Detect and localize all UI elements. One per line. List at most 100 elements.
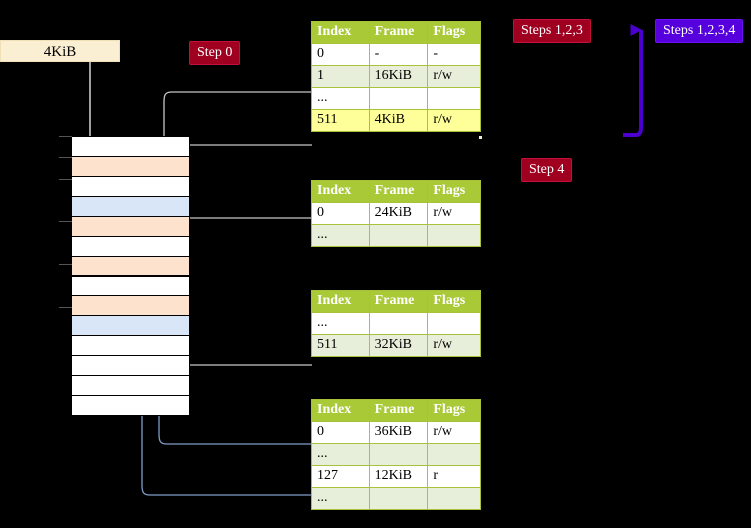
table-cell-frame <box>368 487 429 510</box>
table-cell-flags: r/w <box>427 421 481 444</box>
table-row[interactable]: ... <box>311 312 481 335</box>
table-row[interactable]: 0-- <box>311 43 481 66</box>
memory-frame-row <box>71 275 190 297</box>
row-marker-dot <box>479 136 482 139</box>
memory-frame-row <box>71 136 190 157</box>
table-cell-frame <box>368 224 429 247</box>
table-cell-frame: 12KiB <box>368 465 429 488</box>
wire-t1-row0-to-memory <box>175 217 312 259</box>
table-cell-frame <box>368 443 429 466</box>
table-cell-flags <box>427 224 481 247</box>
table-row[interactable]: ... <box>311 224 481 247</box>
table-cell-frame <box>368 87 429 110</box>
memory-tick <box>59 179 72 180</box>
table-cell-index: ... <box>311 443 370 466</box>
badge-step-4: Step 4 <box>521 158 573 182</box>
frame-size-box: 4KiB <box>0 40 120 62</box>
memory-tick <box>59 157 72 158</box>
table-cell-index: 511 <box>311 109 370 132</box>
column-header-frame: Frame <box>368 290 429 313</box>
memory-frame-row <box>71 255 190 277</box>
table-cell-index: 0 <box>311 202 370 225</box>
badge-step-0: Step 0 <box>189 41 241 65</box>
wire-t0-row1-to-memory <box>163 91 312 140</box>
table-cell-flags: r/w <box>427 334 481 357</box>
table-cell-index: 511 <box>311 334 370 357</box>
memory-frame-row <box>71 175 190 197</box>
column-header-flags: Flags <box>427 180 481 203</box>
wire-t3-row127-to-memory <box>134 202 312 496</box>
column-header-flags: Flags <box>427 399 481 422</box>
table-cell-frame: 4KiB <box>368 109 429 132</box>
memory-frame-row <box>71 295 190 317</box>
table-cell-index: ... <box>311 224 370 247</box>
memory-frame-row <box>71 395 190 416</box>
memory-tick <box>59 264 72 265</box>
table-cell-flags <box>427 312 481 335</box>
memory-tick <box>59 307 72 308</box>
memory-frame-row <box>71 375 190 397</box>
table-cell-flags <box>427 87 481 110</box>
purple-bracket-arrow <box>623 24 643 137</box>
wire-t0-row511-to-memory <box>175 144 312 167</box>
table-cell-frame: - <box>368 43 429 66</box>
memory-frame-row <box>71 335 190 357</box>
memory-frame-row <box>71 215 190 237</box>
column-header-index: Index <box>311 399 370 422</box>
memory-tick <box>59 136 72 137</box>
table-cell-index: 0 <box>311 43 370 66</box>
column-header-flags: Flags <box>427 21 481 44</box>
table-row[interactable]: ... <box>311 487 481 510</box>
memory-frame-row <box>71 195 190 217</box>
memory-frame-row <box>71 315 190 337</box>
column-header-index: Index <box>311 21 370 44</box>
table-cell-index: ... <box>311 487 370 510</box>
table-cell-index: 1 <box>311 65 370 88</box>
column-header-frame: Frame <box>368 180 429 203</box>
table-cell-frame <box>368 312 429 335</box>
table-cell-flags <box>427 487 481 510</box>
column-header-index: Index <box>311 290 370 313</box>
column-header-index: Index <box>311 180 370 203</box>
table-cell-index: ... <box>311 87 370 110</box>
table-cell-frame: 32KiB <box>368 334 429 357</box>
badge-steps-123: Steps 1,2,3 <box>513 19 591 43</box>
table-cell-flags: r/w <box>427 202 481 225</box>
column-header-frame: Frame <box>368 21 429 44</box>
table-cell-flags: r/w <box>427 109 481 132</box>
memory-frame-row <box>71 235 190 257</box>
table-cell-flags: r <box>427 465 481 488</box>
table-cell-flags: - <box>427 43 481 66</box>
table-cell-frame: 36KiB <box>368 421 429 444</box>
column-header-frame: Frame <box>368 399 429 422</box>
column-header-flags: Flags <box>427 290 481 313</box>
table-row[interactable]: ... <box>311 87 481 110</box>
table-cell-index: ... <box>311 312 370 335</box>
table-cell-frame: 24KiB <box>368 202 429 225</box>
memory-tick <box>59 221 72 222</box>
table-cell-flags: r/w <box>427 65 481 88</box>
table-cell-index: 0 <box>311 421 370 444</box>
table-cell-index: 127 <box>311 465 370 488</box>
physical-memory-column <box>71 136 190 416</box>
memory-frame-row <box>71 155 190 177</box>
table-cell-flags <box>427 443 481 466</box>
memory-frame-row <box>71 355 190 377</box>
table-row[interactable]: ... <box>311 443 481 466</box>
badge-steps-1234: Steps 1,2,3,4 <box>655 19 744 43</box>
